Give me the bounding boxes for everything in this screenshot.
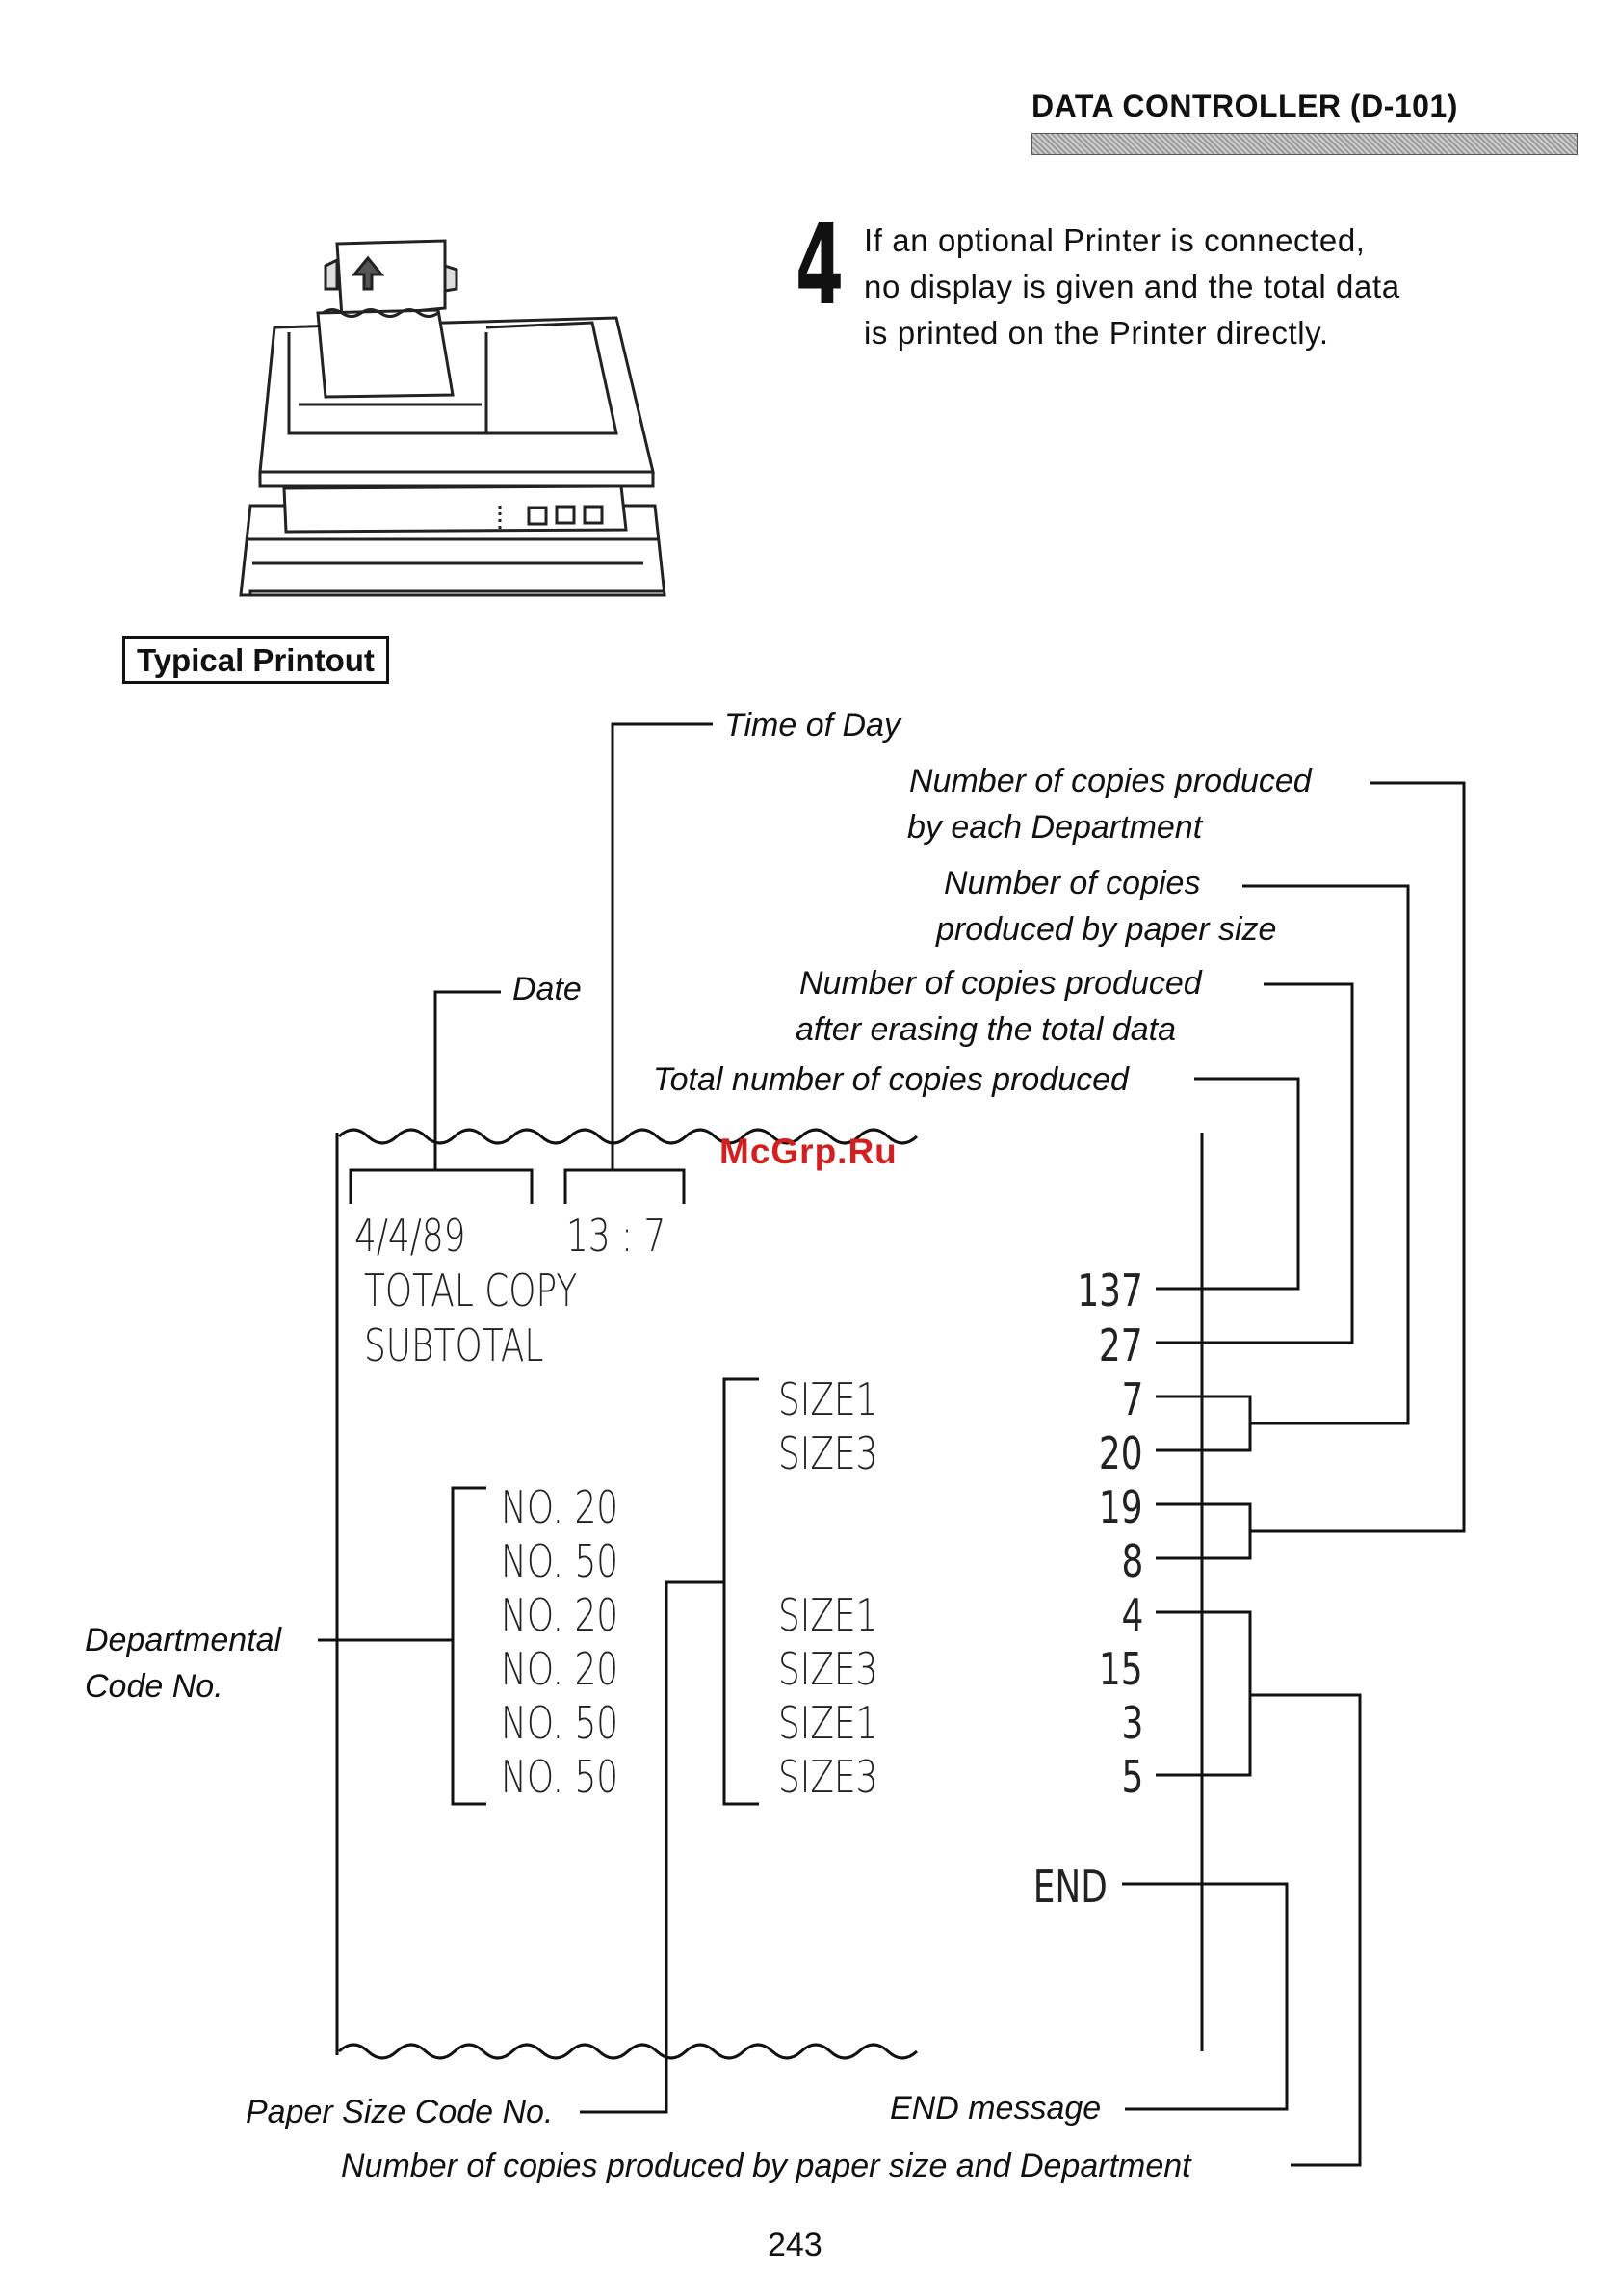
printout-date: 4/4/89 bbox=[354, 1210, 466, 1262]
printout-size-row-label: SIZE1 bbox=[778, 1373, 878, 1425]
printout-detail-dept: NO. 20 bbox=[501, 1589, 619, 1641]
printout-subtotal-value: 27 bbox=[1099, 1319, 1143, 1371]
step-line: is printed on the Printer directly. bbox=[864, 315, 1329, 351]
printout-detail-size: SIZE1 bbox=[778, 1589, 878, 1641]
label-dept-copies-line1: Number of copies produced bbox=[909, 763, 1312, 799]
printout-detail-dept: NO. 50 bbox=[501, 1751, 619, 1803]
printout-detail-value: 15 bbox=[1099, 1643, 1143, 1695]
printout-dept-row-value: 8 bbox=[1121, 1535, 1143, 1587]
printout-end: END bbox=[1032, 1861, 1108, 1913]
printout-time: 13 : 7 bbox=[566, 1210, 666, 1262]
label-after-erase-line1: Number of copies produced bbox=[799, 965, 1202, 1002]
printout-detail-value: 4 bbox=[1121, 1589, 1143, 1641]
printout-dept-row-value: 19 bbox=[1099, 1481, 1143, 1533]
label-time-of-day: Time of Day bbox=[724, 707, 900, 744]
printout-detail-size: SIZE3 bbox=[778, 1751, 878, 1803]
label-size-copies-line1: Number of copies bbox=[944, 865, 1201, 901]
printout-dept-row-label: NO. 20 bbox=[501, 1481, 619, 1533]
section-title: Typical Printout bbox=[122, 636, 389, 684]
printout-dept-row-label: NO. 50 bbox=[501, 1535, 619, 1587]
printout-total-value: 137 bbox=[1077, 1265, 1143, 1317]
header-rule bbox=[1031, 133, 1578, 155]
step-line: If an optional Printer is connected, bbox=[864, 222, 1366, 258]
label-total-copies: Total number of copies produced bbox=[653, 1061, 1129, 1098]
step-text: If an optional Printer is connected, no … bbox=[864, 218, 1400, 356]
receipt-bottom-edge bbox=[337, 2043, 919, 2060]
printout-detail-dept: NO. 20 bbox=[501, 1643, 619, 1695]
label-end-message: END message bbox=[890, 2090, 1102, 2126]
printout-detail-size: SIZE1 bbox=[778, 1697, 878, 1749]
printout-size-row-value: 7 bbox=[1121, 1373, 1143, 1425]
printout-detail-dept: NO. 50 bbox=[501, 1697, 619, 1749]
label-dept-copies-line2: by each Department bbox=[907, 809, 1203, 846]
label-dept-code-line1: Departmental bbox=[85, 1622, 282, 1658]
printout-detail-size: SIZE3 bbox=[778, 1643, 878, 1695]
label-size-copies-line2: produced by paper size bbox=[936, 911, 1277, 948]
label-after-erase-line2: after erasing the total data bbox=[796, 1011, 1177, 1048]
watermark: McGrp.Ru bbox=[719, 1132, 898, 1171]
label-paper-size-code: Paper Size Code No. bbox=[246, 2094, 554, 2130]
step-line: no display is given and the total data bbox=[864, 269, 1400, 304]
printout-total-label: TOTAL COPY bbox=[364, 1265, 578, 1317]
page-number: 243 bbox=[768, 2227, 822, 2263]
page-header-title: DATA CONTROLLER (D-101) bbox=[1031, 89, 1458, 123]
label-date: Date bbox=[512, 971, 582, 1007]
printout-detail-value: 3 bbox=[1121, 1697, 1143, 1749]
printout-subtotal-label: SUBTOTAL bbox=[364, 1319, 544, 1371]
printout-size-row-value: 20 bbox=[1099, 1427, 1143, 1479]
step-number: 4 bbox=[796, 200, 845, 330]
label-dept-code-line2: Code No. bbox=[85, 1668, 223, 1705]
label-size-and-dept: Number of copies produced by paper size … bbox=[341, 2148, 1191, 2184]
printout-detail-value: 5 bbox=[1121, 1751, 1143, 1803]
printout-size-row-label: SIZE3 bbox=[778, 1427, 878, 1479]
